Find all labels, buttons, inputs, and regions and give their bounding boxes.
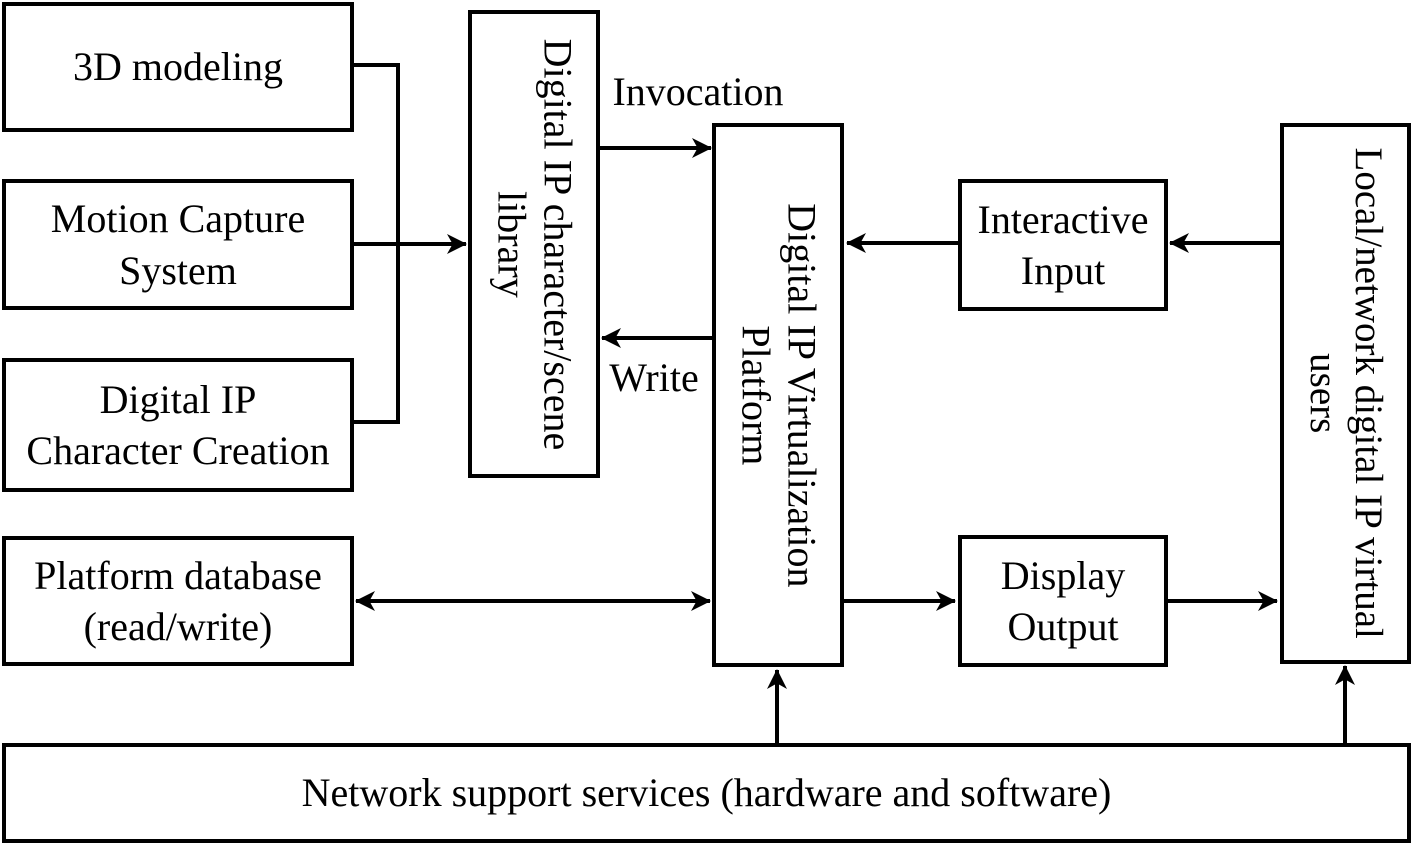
box-3d-modeling-label: 3D modeling [73, 44, 283, 90]
box-library-label: Digital IP character/scene library [488, 16, 581, 472]
interactive-input-line1: Interactive [977, 196, 1149, 242]
library-line1: Digital IP character/scene [535, 38, 581, 450]
platform-database-line1: Platform database [34, 552, 322, 598]
network-services-label: Network support services (hardware and s… [301, 770, 1112, 816]
motion-capture-line2: System [119, 247, 237, 293]
box-interactive-input: Interactive Input [958, 179, 1168, 311]
box-platform-database: Platform database (read/write) [2, 536, 354, 666]
box-3d-modeling: 3D modeling [2, 2, 354, 132]
edge-label-invocation: Invocation [612, 69, 784, 114]
platform-line1: Digital IP Virtualization [779, 202, 825, 588]
interactive-input-line2: Input [1020, 248, 1106, 293]
character-creation-line1: Digital IP [99, 376, 257, 422]
box-display-output-label: Display Output [1001, 550, 1125, 652]
box-digital-ip-virtualization-platform: Digital IP Virtualization Platform [712, 123, 844, 667]
platform-database-line2: (read/write) [83, 604, 273, 649]
box-display-output: Display Output [958, 535, 1168, 667]
box-network-support-services: Network support services (hardware and s… [2, 743, 1411, 843]
box-local-users-label: Local/network digital IP virtual users [1300, 127, 1390, 661]
local-users-line2: users [1301, 353, 1345, 434]
platform-line2: Platform [733, 325, 778, 465]
edge-label-write: Write [609, 355, 699, 400]
local-users-line1: Local/network digital IP virtual [1346, 147, 1390, 640]
box-character-creation-label: Digital IP Character Creation [26, 374, 329, 476]
box-digital-ip-character-creation: Digital IP Character Creation [2, 358, 354, 492]
box-digital-ip-character-scene-library: Digital IP character/scene library [468, 10, 600, 478]
library-line2: library [489, 190, 534, 298]
display-output-line2: Output [1007, 604, 1119, 649]
box-interactive-input-label: Interactive Input [978, 194, 1149, 296]
box-motion-capture-system: Motion Capture System [2, 179, 354, 310]
box-platform-label: Digital IP Virtualization Platform [732, 129, 825, 661]
box-platform-database-label: Platform database (read/write) [34, 550, 322, 652]
box-motion-capture-label: Motion Capture System [51, 193, 305, 295]
box-local-network-digital-ip-virtual-users: Local/network digital IP virtual users [1280, 123, 1411, 664]
motion-capture-line1: Motion Capture [50, 196, 306, 242]
character-creation-line2: Character Creation [26, 428, 330, 473]
display-output-line1: Display [1000, 552, 1126, 598]
